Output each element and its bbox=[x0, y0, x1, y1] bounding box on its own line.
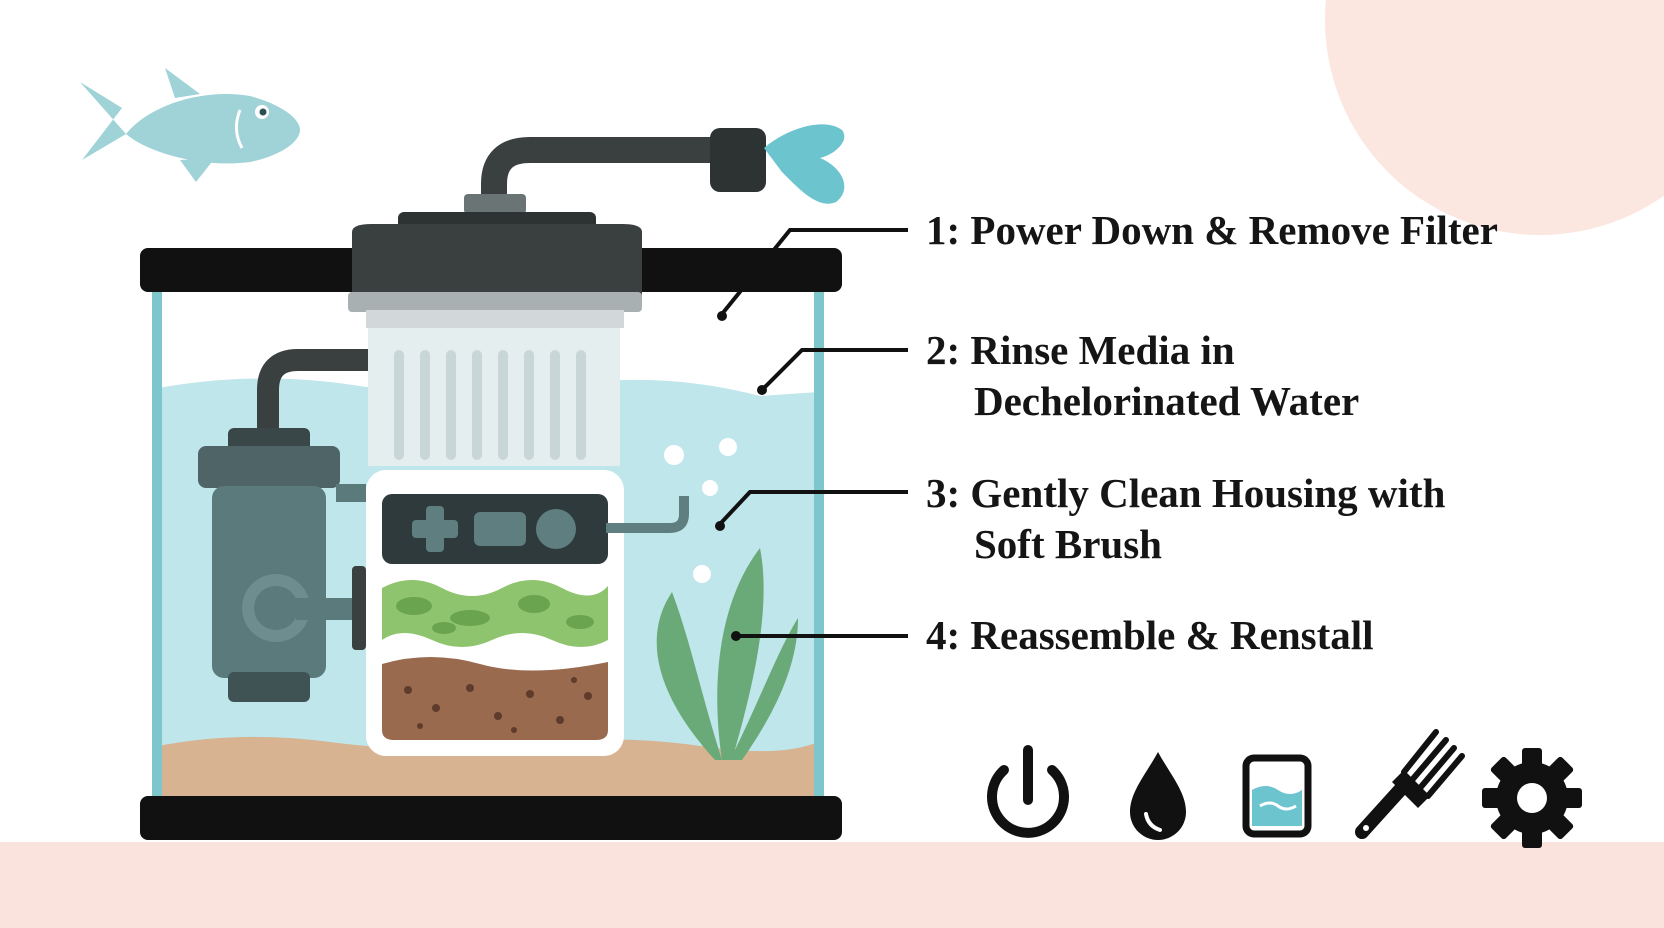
step-4-label: 4: Reassemble & Renstall bbox=[926, 610, 1374, 661]
pump-device bbox=[198, 349, 372, 702]
bubbles bbox=[664, 438, 737, 583]
floor-band bbox=[0, 842, 1664, 928]
step-2-line-2: Dechelorinated Water bbox=[974, 378, 1360, 424]
power-icon bbox=[987, 745, 1069, 838]
leader-dots bbox=[715, 311, 767, 641]
step-1-line-1: 1: Power Down & Remove Filter bbox=[926, 207, 1498, 253]
fish-icon bbox=[80, 68, 300, 182]
brush-icon bbox=[1355, 729, 1465, 839]
leader-line-1 bbox=[720, 228, 908, 316]
water-drop-icon bbox=[1130, 752, 1186, 840]
gear-icon bbox=[1482, 748, 1582, 848]
tank-sand bbox=[158, 736, 818, 797]
filter-head bbox=[348, 124, 845, 328]
tank-glass-left bbox=[152, 290, 162, 802]
step-2-label: 2: Rinse Media in Dechelorinated Water bbox=[926, 325, 1359, 427]
step-3-line-1: 3: Gently Clean Housing with bbox=[926, 470, 1446, 516]
filter-canister bbox=[366, 306, 689, 756]
leader-line-2 bbox=[760, 348, 908, 392]
plant bbox=[656, 548, 798, 760]
leader-line-3 bbox=[718, 490, 908, 526]
water-container-icon bbox=[1242, 754, 1312, 838]
step-3-label: 3: Gently Clean Housing with Soft Brush bbox=[926, 468, 1445, 570]
water-spout bbox=[764, 124, 845, 204]
step-2-line-1: 2: Rinse Media in bbox=[926, 327, 1235, 373]
tank-bottom-frame bbox=[140, 796, 842, 840]
leader-lines bbox=[718, 228, 908, 638]
step-4-line-1: 4: Reassemble & Renstall bbox=[926, 612, 1374, 658]
step-3-line-2: Soft Brush bbox=[974, 521, 1162, 567]
corner-blob bbox=[1325, 0, 1664, 235]
tank-glass-right bbox=[814, 290, 824, 802]
step-1-label: 1: Power Down & Remove Filter bbox=[926, 205, 1498, 256]
